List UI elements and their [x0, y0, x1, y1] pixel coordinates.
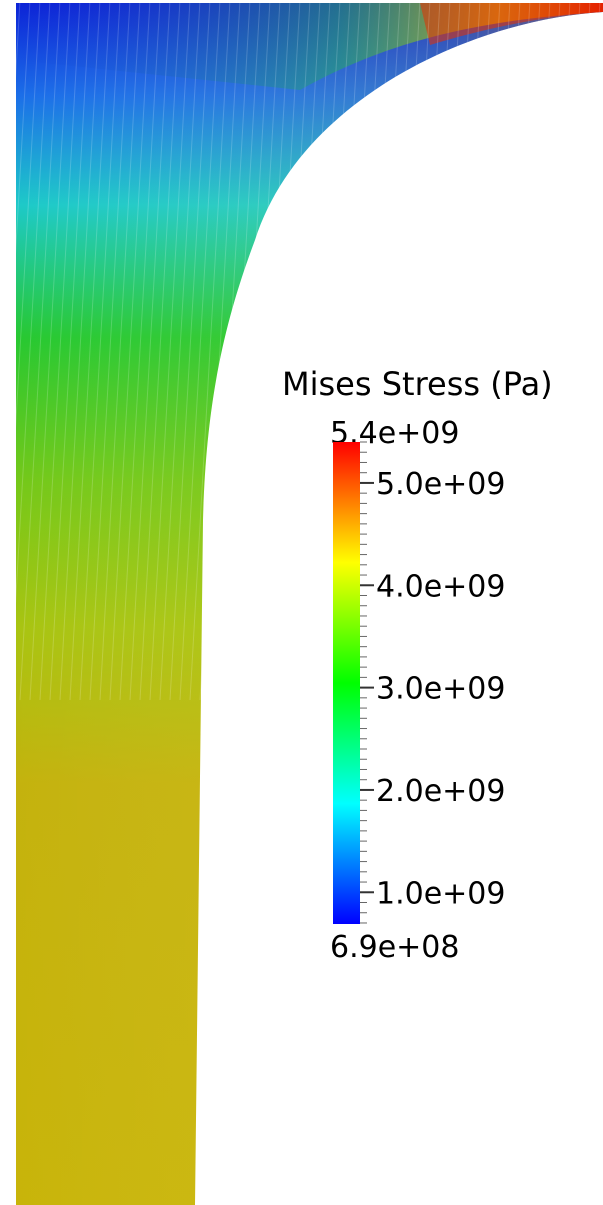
tick-label: 3.0e+09 [376, 672, 505, 707]
mesh-stripe [149, 3, 191, 701]
tick-label: 2.0e+09 [376, 774, 505, 809]
tick-label: 1.0e+09 [376, 876, 505, 911]
mesh-stripe [129, 3, 171, 701]
mesh-stripe [119, 3, 161, 701]
stress-legend: Mises Stress (Pa) 5.4e+09 5.0e+094.0e+09… [282, 365, 553, 965]
mesh-stripe [549, 3, 591, 701]
mesh-stripe [19, 3, 61, 701]
tick-label: 5.0e+09 [376, 467, 505, 502]
tick-label: 4.0e+09 [376, 569, 505, 604]
mesh-stripe [49, 3, 91, 701]
mesh-stripe [559, 3, 601, 701]
mesh-stripe [16, 3, 51, 701]
colormap-bar [333, 442, 360, 924]
mesh-stripe [109, 3, 151, 701]
major-ticks: 5.0e+09 4.0e+09 3.0e+09 2.0e+09 1.0e+09 [360, 467, 505, 911]
mesh-stripe [99, 3, 141, 701]
mesh-stripe [169, 3, 211, 701]
mesh-stripe [16, 3, 31, 701]
mesh-stripe [139, 3, 181, 701]
mesh-stripe [29, 3, 71, 701]
legend-title: Mises Stress (Pa) [282, 365, 553, 403]
mesh-stripe [59, 3, 101, 701]
mesh-stripe [79, 3, 121, 701]
mesh-stripe [499, 3, 541, 701]
mesh-stripe [89, 3, 131, 701]
mesh-stripe [16, 3, 41, 701]
mesh-stripe [69, 3, 111, 701]
minor-ticks [360, 441, 367, 924]
mesh-stripe [159, 3, 201, 701]
mesh-stripe [569, 3, 603, 701]
mesh-stripe [539, 3, 581, 701]
mesh-stripe [519, 3, 561, 701]
mesh-stripe [39, 3, 81, 701]
mesh-stripe [179, 3, 221, 701]
mesh-stripe [529, 3, 571, 701]
mesh-stripe [189, 3, 231, 701]
legend-min-label: 6.9e+08 [330, 930, 459, 965]
mesh-stripe [509, 3, 551, 701]
